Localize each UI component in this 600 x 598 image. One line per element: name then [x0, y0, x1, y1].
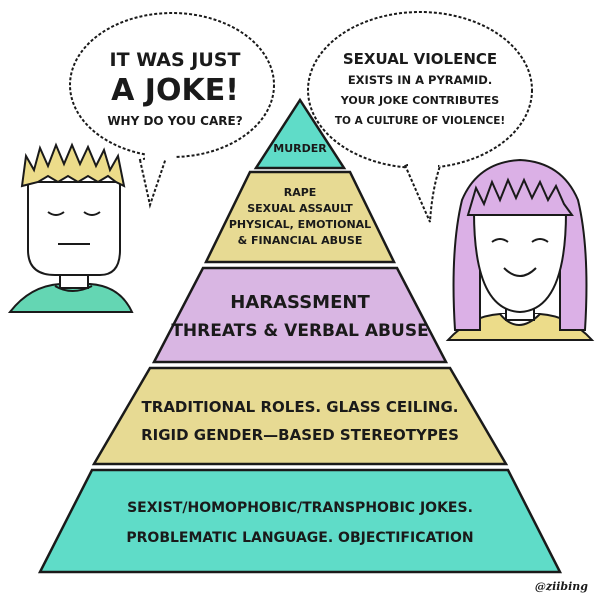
level2-line1: RAPE	[284, 186, 317, 199]
girl-speech-line2: EXISTS IN A PYRAMID.	[348, 73, 492, 87]
girl-speech-line4: TO A CULTURE OF VIOLENCE!	[335, 115, 505, 127]
boy-speech-line3: WHY DO YOU CARE?	[107, 114, 242, 128]
artist-signature: @ziibing	[535, 580, 588, 593]
boy-speech-line1: IT WAS JUST	[110, 49, 241, 71]
level2-line3: PHYSICAL, EMOTIONAL	[229, 218, 371, 231]
pyramid-level-2	[203, 170, 397, 264]
level4-line2: RIGID GENDER—BASED STEREOTYPES	[141, 426, 459, 444]
pyramid-level-3	[151, 266, 449, 364]
girl-character	[445, 158, 595, 341]
pyramid-level-4	[91, 366, 509, 466]
level3-line1: HARASSMENT	[230, 292, 370, 313]
level5-line1: SEXIST/HOMOPHOBIC/TRANSPHOBIC JOKES.	[127, 500, 473, 516]
level2-line2: SEXUAL ASSAULT	[247, 202, 353, 215]
girl-speech-line1: SEXUAL VIOLENCE	[343, 50, 497, 68]
girl-speech-line3: YOUR JOKE CONTRIBUTES	[340, 94, 499, 107]
pyramid-level-1	[253, 97, 347, 170]
level2-line4: & FINANCIAL ABUSE	[238, 234, 363, 247]
pyramid-level-5	[37, 468, 563, 574]
boy-character	[7, 142, 134, 313]
speech-bubble-boy	[69, 12, 275, 209]
level3-line2: THREATS & VERBAL ABUSE	[171, 321, 428, 341]
level4-line1: TRADITIONAL ROLES. GLASS CEILING.	[142, 398, 459, 416]
speech-bubble-girl	[307, 11, 533, 223]
level5-line2: PROBLEMATIC LANGUAGE. OBJECTIFICATION	[126, 530, 473, 546]
boy-speech-line2: A JOKE!	[111, 73, 239, 108]
level1-label: MURDER	[273, 142, 327, 155]
